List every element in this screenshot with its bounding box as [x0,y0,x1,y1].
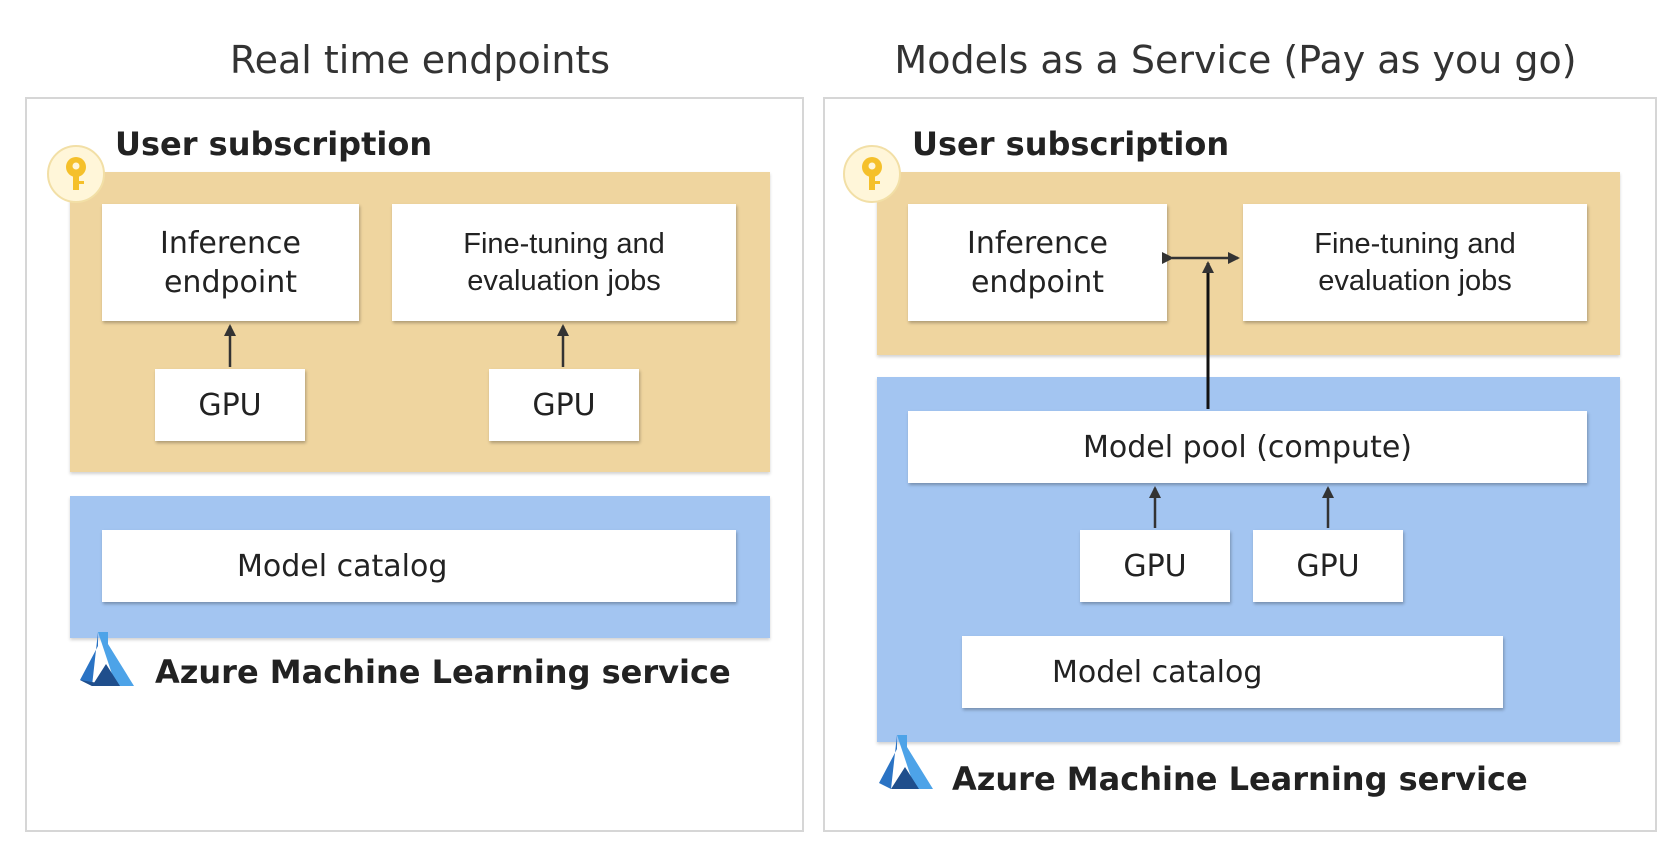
right-service-label: Azure Machine Learning service [952,760,1528,798]
left-service-label: Azure Machine Learning service [155,653,731,691]
left-panel-title: Real time endpoints [229,38,611,82]
left-model-catalog-box: Model catalog [102,530,736,602]
left-inference-endpoint-box: Inference endpoint [102,204,359,321]
right-subscription-label: User subscription [912,125,1230,163]
key-icon-right [843,145,901,203]
left-gpu-label-1: GPU [198,387,262,423]
left-finetuning-jobs-label: Fine-tuning and evaluation jobs [463,228,665,297]
left-finetuning-jobs-box: Fine-tuning and evaluation jobs [392,204,736,321]
right-inference-endpoint-box: Inference endpoint [908,204,1167,321]
right-panel-title: Models as a Service (Pay as you go) [894,38,1577,82]
right-gpu-label-1: GPU [1123,548,1187,584]
right-model-catalog-label: Model catalog [1052,654,1263,690]
left-subscription-label: User subscription [115,125,433,163]
right-finetuning-jobs-label: Fine-tuning and evaluation jobs [1314,228,1516,297]
azure-ml-logo-icon-right [879,735,933,789]
right-gpu-box-2: GPU [1253,530,1403,602]
left-inference-endpoint-label: Inference endpoint [160,225,301,300]
left-gpu-box-1: GPU [155,369,305,441]
right-model-catalog-box: Model catalog [962,636,1503,708]
right-model-pool-label: Model pool (compute) [1083,429,1412,465]
right-gpu-box-1: GPU [1080,530,1230,602]
left-model-catalog-label: Model catalog [237,548,448,584]
key-icon [47,145,105,203]
left-gpu-label-2: GPU [532,387,596,423]
right-finetuning-jobs-box: Fine-tuning and evaluation jobs [1243,204,1587,321]
azure-ml-logo-icon [80,632,134,686]
left-gpu-box-2: GPU [489,369,639,441]
right-gpu-label-2: GPU [1296,548,1360,584]
right-model-pool-box: Model pool (compute) [908,411,1587,483]
right-inference-endpoint-label: Inference endpoint [967,225,1108,300]
